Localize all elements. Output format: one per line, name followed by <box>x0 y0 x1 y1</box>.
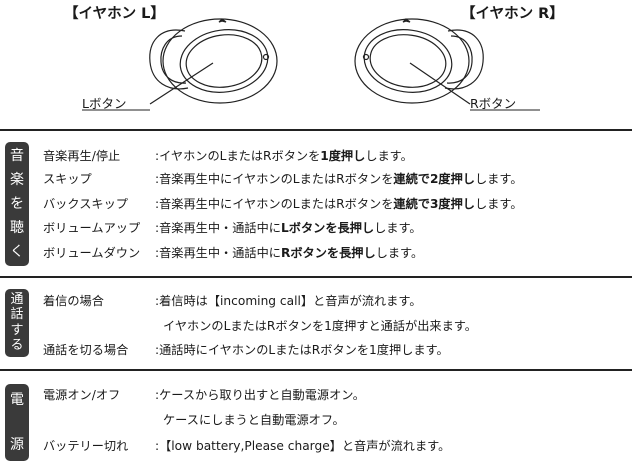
row-emphasis: 1度押し <box>320 149 366 163</box>
row-text: 音楽再生中・通話中に <box>159 221 281 235</box>
section-tag-music: 音 楽 を 聴 く <box>5 142 29 266</box>
divider <box>0 276 632 278</box>
right-earbud-title: 【イヤホン R】 <box>461 6 564 22</box>
power-row: ケースにしまうと自動電源オフ。 <box>0 412 632 428</box>
row-value: :音楽再生中にイヤホンのLまたはRボタンを連続で3度押しします。 <box>155 196 523 212</box>
row-text: 【low battery,Please charge】と音声が流れます。 <box>159 439 451 453</box>
row-text: します。 <box>375 246 424 260</box>
music-row: 音楽再生/停止 :イヤホンのLまたはRボタンを1度押しします。 <box>0 148 632 164</box>
row-value: :ケースから取り出すと自動電源オン。 <box>155 387 365 403</box>
row-label: 電源オン/オフ <box>43 388 121 402</box>
row-sep: : <box>155 172 160 186</box>
row-label: バックスキップ <box>43 197 128 211</box>
row-text: 着信時は【incoming call】と音声が流れます。 <box>159 294 422 308</box>
row-value: :【low battery,Please charge】と音声が流れます。 <box>155 438 450 454</box>
tag-char: 楽 <box>10 172 24 188</box>
row-sep: : <box>155 294 160 308</box>
row-value: :音楽再生中・通話中にRボタンを長押しします。 <box>155 245 423 261</box>
call-row: 着信の場合 :着信時は【incoming call】と音声が流れます。 <box>0 293 632 309</box>
tag-char: 源 <box>10 437 24 453</box>
row-sep: : <box>155 388 160 402</box>
row-text: します。 <box>475 197 523 211</box>
call-row: 通話を切る場合 :通話時にイヤホンのLまたはRボタンを1度押します。 <box>0 342 632 358</box>
music-row: スキップ :音楽再生中にイヤホンのLまたはRボタンを連続で2度押しします。 <box>0 171 632 187</box>
left-button-label: Lボタン <box>82 96 127 111</box>
row-sep: : <box>155 246 160 260</box>
row-text: ケースから取り出すと自動電源オン。 <box>159 388 365 402</box>
row-text: イヤホンのLまたはRボタンを1度押すと通話が出来ます。 <box>163 319 477 333</box>
tag-char: く <box>10 244 24 260</box>
row-sep: : <box>155 149 160 163</box>
call-row: イヤホンのLまたはRボタンを1度押すと通話が出来ます。 <box>0 318 632 334</box>
row-text: イヤホンのLまたはRボタンを <box>159 149 321 163</box>
tag-char: 電 <box>10 392 24 408</box>
row-label: 通話を切る場合 <box>43 343 129 357</box>
power-row: 電源オン/オフ :ケースから取り出すと自動電源オン。 <box>0 387 632 403</box>
divider <box>0 129 632 131</box>
row-emphasis: Lボタンを長押し <box>280 221 375 235</box>
tag-char: 聴 <box>10 220 24 236</box>
section-tag-call: 通 話 す る <box>5 289 29 357</box>
row-text: します。 <box>374 221 422 235</box>
row-sep: : <box>155 197 160 211</box>
row-value: :音楽再生中・通話中にLボタンを長押しします。 <box>155 220 422 236</box>
row-value: :通話時にイヤホンのLまたはRボタンを1度押します。 <box>155 342 449 358</box>
row-text: 音楽再生中にイヤホンのLまたはRボタンを <box>159 197 394 211</box>
music-row: バックスキップ :音楽再生中にイヤホンのLまたはRボタンを連続で3度押しします。 <box>0 196 632 212</box>
row-text: します。 <box>475 172 523 186</box>
section-tag-power: 電 源 <box>5 384 29 461</box>
row-emphasis: 連続で3度押し <box>393 197 475 211</box>
row-emphasis: Rボタンを長押し <box>280 246 376 260</box>
earbuds-illustration <box>82 18 540 111</box>
row-text: します。 <box>365 149 413 163</box>
row-sep: : <box>155 343 160 357</box>
row-label: 音楽再生/停止 <box>43 149 121 163</box>
row-sep: : <box>155 221 160 235</box>
tag-char: を <box>10 196 24 212</box>
row-label: ボリュームアップ <box>43 221 141 235</box>
left-earbud-icon <box>149 18 278 105</box>
row-sep: : <box>155 439 160 453</box>
row-text: 音楽再生中にイヤホンのLまたはRボタンを <box>159 172 394 186</box>
row-value: イヤホンのLまたはRボタンを1度押すと通話が出来ます。 <box>163 318 477 334</box>
row-value: ケースにしまうと自動電源オフ。 <box>163 412 345 428</box>
row-value: :着信時は【incoming call】と音声が流れます。 <box>155 293 422 309</box>
row-text: 音楽再生中・通話中に <box>159 246 281 260</box>
row-label: バッテリー切れ <box>43 439 129 453</box>
music-row: ボリュームダウン :音楽再生中・通話中にRボタンを長押しします。 <box>0 245 632 261</box>
tag-char: る <box>10 337 24 353</box>
row-label: ボリュームダウン <box>43 246 141 260</box>
tag-char: 話 <box>10 307 24 323</box>
row-value: :音楽再生中にイヤホンのLまたはRボタンを連続で2度押しします。 <box>155 171 523 187</box>
left-earbud-title: 【イヤホン L】 <box>64 6 165 22</box>
tag-char: す <box>10 322 24 338</box>
row-label: スキップ <box>43 172 92 186</box>
tag-char: 通 <box>10 292 24 307</box>
row-value: :イヤホンのLまたはRボタンを1度押しします。 <box>155 148 413 164</box>
right-button-label: Rボタン <box>470 96 517 111</box>
row-label: 着信の場合 <box>43 294 104 308</box>
row-text: 通話時にイヤホンのLまたはRボタンを1度押します。 <box>159 343 449 357</box>
divider <box>0 369 632 371</box>
row-emphasis: 連続で2度押し <box>393 172 475 186</box>
power-row: バッテリー切れ :【low battery,Please charge】と音声が… <box>0 438 632 454</box>
right-earbud-icon <box>354 18 484 105</box>
row-text: ケースにしまうと自動電源オフ。 <box>163 413 345 427</box>
music-row: ボリュームアップ :音楽再生中・通話中にLボタンを長押しします。 <box>0 220 632 236</box>
tag-char: 音 <box>10 148 24 164</box>
